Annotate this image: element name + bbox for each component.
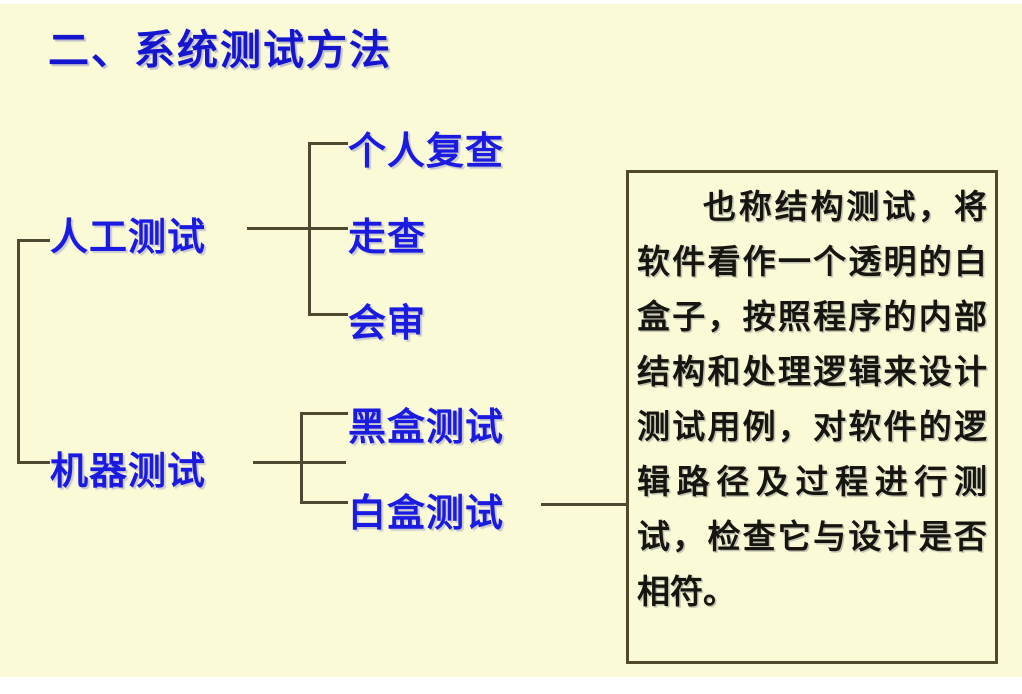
white-box-to-callout-connector [541,503,629,506]
tree-node-black-box-testing[interactable]: 黑盒测试 [348,405,505,449]
page-title: 二、系统测试方法 [48,26,392,74]
manual-stub-inspection [308,313,348,316]
callout-body-text: 也称结构测试，将软件看作一个透明的白盒子，按照程序的内部结构和处理逻辑来设计测试… [637,187,987,611]
machine-stub-white-box [300,501,348,504]
tree-node-walkthrough[interactable]: 走查 [348,215,427,259]
bottom-edge-strip [0,677,1022,694]
root-stub-machine [17,461,50,464]
tree-node-machine-testing[interactable]: 机器测试 [50,449,207,493]
tree-node-manual-testing[interactable]: 人工测试 [50,215,207,259]
machine-stub-black-box [300,412,348,415]
tree-node-inspection[interactable]: 会审 [348,301,427,345]
machine-connector-horizontal [253,461,346,464]
top-edge-strip [0,0,1022,4]
root-trunk-vertical [17,239,20,464]
manual-stub-personal-review [308,142,348,145]
tree-node-personal-review[interactable]: 个人复查 [348,129,505,173]
machine-bracket-vertical [300,412,303,504]
manual-connector-horizontal [247,227,347,230]
white-box-description-callout: 也称结构测试，将软件看作一个透明的白盒子，按照程序的内部结构和处理逻辑来设计测试… [626,170,998,664]
tree-node-white-box-testing[interactable]: 白盒测试 [348,491,505,535]
manual-stub-walkthrough [308,227,348,230]
root-stub-manual [17,239,50,242]
